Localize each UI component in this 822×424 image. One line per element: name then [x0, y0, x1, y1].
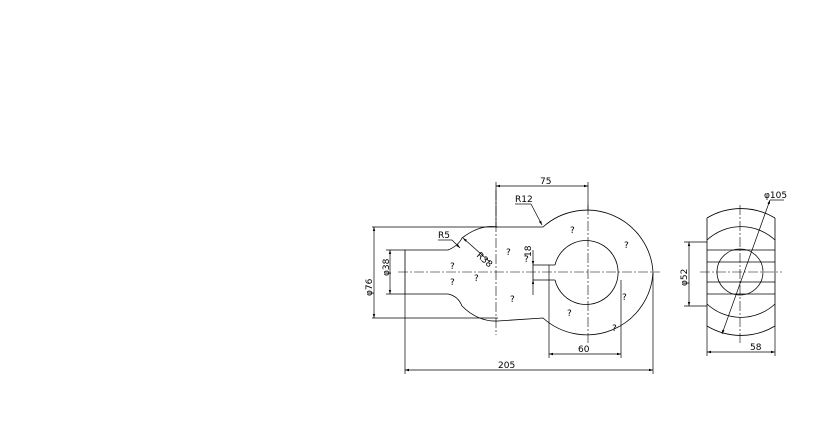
side-inner-bottom-arc	[706, 303, 776, 318]
dim-76-label: φ76	[365, 278, 375, 296]
unknown-mark: ?	[450, 262, 455, 272]
r12-leader	[530, 203, 543, 226]
front-outline	[404, 209, 654, 336]
side-inner-top-arc	[706, 226, 776, 241]
dim-75-label: 75	[540, 177, 551, 187]
r12-label: R12	[515, 195, 533, 205]
dim-60-label: 60	[578, 345, 590, 355]
bore-circle	[554, 240, 619, 305]
unknown-mark: ?	[524, 255, 529, 265]
front-view: 75 R12 R5 R38 φ38 φ76 18 60 205	[365, 177, 660, 374]
dim-38-label: φ38	[382, 258, 392, 276]
unknown-mark: ?	[624, 241, 629, 251]
unknown-mark: ?	[622, 293, 627, 303]
dim-58-label: 58	[750, 343, 762, 353]
r38-label: R38	[474, 251, 494, 270]
unknown-mark: ?	[567, 309, 572, 319]
r5-leader	[451, 239, 461, 249]
side-view: φ105 φ52 58	[680, 191, 787, 356]
unknown-mark: ?	[450, 278, 455, 288]
unknown-mark: ?	[510, 295, 515, 305]
dim-52-label: φ52	[680, 269, 690, 286]
side-bottom-arc	[706, 325, 776, 336]
unknown-mark: ?	[474, 274, 479, 284]
unknown-mark: ?	[570, 226, 575, 236]
side-top-arc	[706, 208, 776, 219]
r5-label: R5	[438, 231, 450, 241]
unknown-mark: ?	[506, 248, 511, 258]
dim-105-line	[721, 199, 771, 335]
dim-105-label: φ105	[764, 191, 787, 201]
dim-205-label: 205	[498, 361, 515, 371]
r38-leader	[462, 237, 491, 263]
dim-18-label: 18	[524, 245, 534, 257]
unknown-mark: ?	[612, 324, 617, 334]
